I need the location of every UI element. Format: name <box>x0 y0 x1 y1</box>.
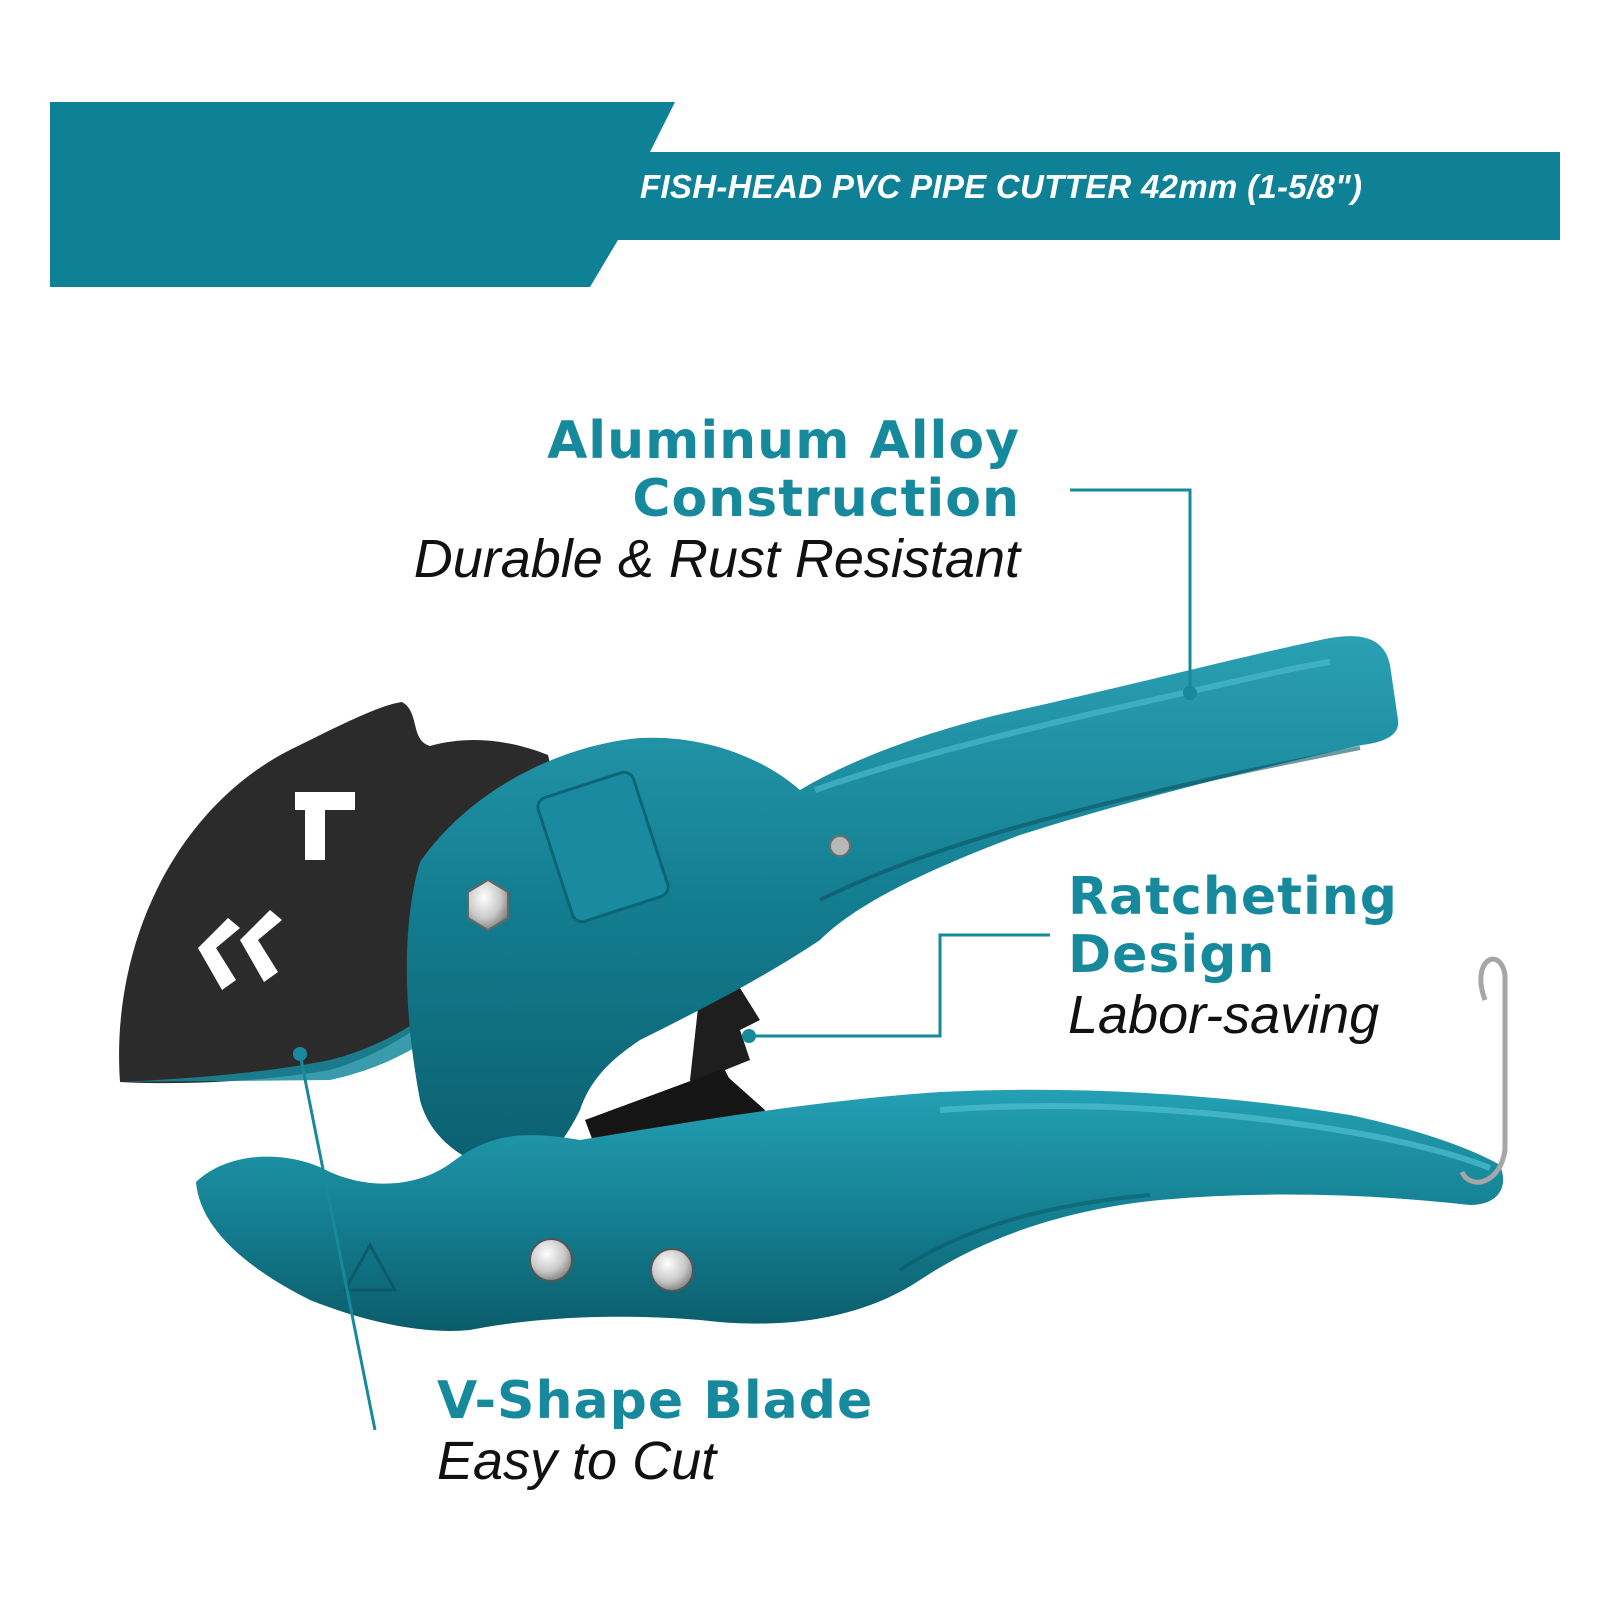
callout-heading: V-Shape Blade <box>437 1371 874 1431</box>
callout-ratcheting-design: Ratcheting Design Labor-saving <box>1068 868 1398 1046</box>
rivet-left <box>529 1238 573 1282</box>
callout-heading: Construction <box>632 469 1020 529</box>
callout-v-shape-blade: V-Shape Blade Easy to Cut <box>437 1372 873 1492</box>
header-banner <box>50 102 1560 287</box>
callout-heading: Design <box>1068 925 1276 985</box>
callout-subtitle: Durable & Rust Resistant <box>413 529 1020 589</box>
callout-heading: Aluminum Alloy <box>547 411 1020 471</box>
leader-lines <box>293 488 1197 1431</box>
upper-handle <box>406 636 1399 1170</box>
callout-subtitle: Labor-saving <box>1068 985 1380 1045</box>
hex-bolt <box>467 878 509 932</box>
rivet-right <box>650 1248 694 1292</box>
callout-aluminum-alloy: Aluminum Alloy Construction Durable & Ru… <box>414 412 1020 590</box>
lower-handle <box>196 956 1508 1331</box>
callout-heading: Ratcheting <box>1068 867 1399 927</box>
banner-shape <box>50 102 1560 287</box>
callout-subtitle: Easy to Cut <box>437 1431 717 1491</box>
banner-title: FISH-HEAD PVC PIPE CUTTER 42mm (1-5/8") <box>640 168 1363 205</box>
